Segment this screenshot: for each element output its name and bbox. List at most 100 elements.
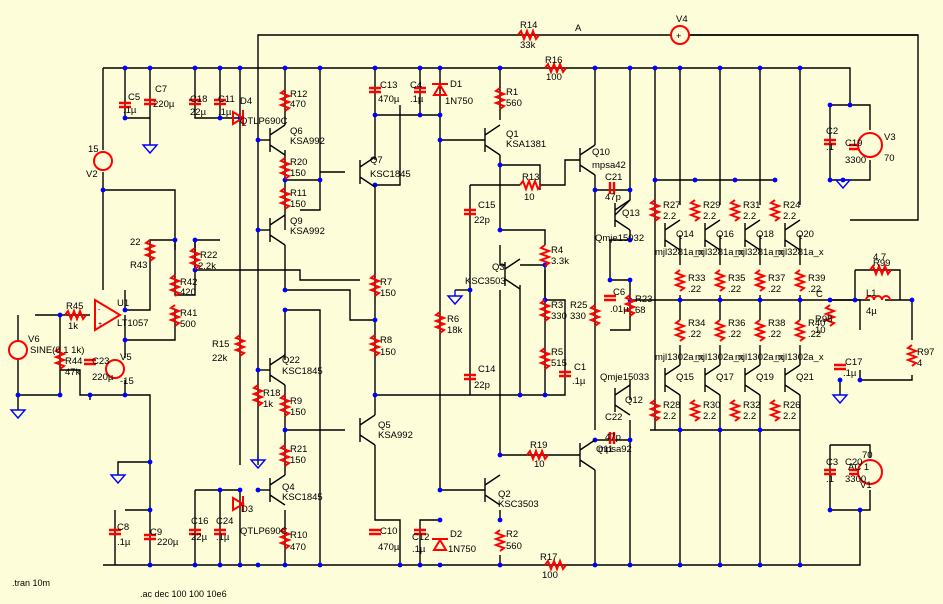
- resistor-r34: [673, 319, 687, 342]
- resistor-r21: [278, 444, 292, 467]
- transistor-part-label: KSC3503: [498, 499, 539, 510]
- resistor-value-label: 150: [290, 455, 306, 466]
- junction-dot: [757, 562, 763, 568]
- opamp-u1: - +: [94, 298, 122, 332]
- resistor-value-label: 150: [290, 407, 306, 418]
- svg-text:-: -: [98, 307, 101, 314]
- junction-dot: [437, 487, 443, 493]
- svg-text:+: +: [98, 321, 102, 328]
- junction-dot: [517, 392, 523, 398]
- capacitor-ref-label: C16: [191, 516, 208, 527]
- resistor-ref-label: R36: [728, 318, 745, 329]
- transistor-part-label: mjl3281a_x: [655, 247, 704, 258]
- junction-dot: [372, 112, 378, 118]
- junction-dot: [15, 392, 21, 398]
- resistor-value-label: 4: [917, 358, 922, 369]
- capacitor-ref-label: C21: [605, 172, 622, 183]
- junction-dot: [772, 177, 778, 183]
- transistor-ref-label: Q17: [716, 372, 734, 383]
- resistor-r30: [688, 399, 702, 422]
- source-value-label: SINE(0 1 1k): [30, 345, 84, 356]
- resistor-ref-label: R6: [447, 314, 459, 325]
- junction-dot: [497, 517, 503, 523]
- source-spec-label: AC 1: [848, 462, 869, 473]
- resistor-r29: [688, 199, 702, 222]
- capacitor-value-label: 22p: [474, 215, 490, 226]
- resistor-ref-label: R2: [506, 529, 518, 540]
- resistor-r6: [433, 311, 447, 334]
- source-ref-label: V6: [28, 334, 40, 345]
- transistor-q12: [614, 384, 631, 416]
- resistor-ref-label: R37: [768, 273, 785, 284]
- junction-dot: [282, 287, 288, 293]
- resistor-value-label: 2.2: [743, 411, 756, 422]
- resistor-r4: [538, 244, 552, 267]
- resistor-r98: [823, 304, 837, 327]
- resistor-value-label: 330: [570, 311, 586, 322]
- resistor-value-label: 2.2: [743, 211, 756, 222]
- capacitor-value-label: .1µ: [843, 368, 857, 379]
- resistor-r2: [493, 529, 507, 552]
- resistor-ref-label: R24: [783, 200, 800, 211]
- diodes: [232, 83, 448, 551]
- resistor-value-label: 100: [542, 570, 558, 581]
- diode-part-label: 1N750: [448, 544, 476, 555]
- junction-dot: [317, 177, 323, 183]
- resistor-value-label: 150: [290, 168, 306, 179]
- resistor-r40: [793, 319, 807, 342]
- resistor-ref-label: R13: [522, 172, 539, 183]
- junction-dot: [282, 562, 288, 568]
- resistor-ref-label: R22: [200, 250, 217, 261]
- junction-dot: [147, 507, 153, 513]
- capacitor-ref-label: C9: [150, 527, 162, 538]
- source-value-label: 15: [88, 144, 99, 155]
- capacitors: [84, 86, 861, 541]
- resistor-value-label: 515: [551, 358, 567, 369]
- resistor-ref-label: R7: [380, 277, 392, 288]
- junction-dot: [797, 562, 803, 568]
- transistor-part-label: Qmje15032: [595, 233, 644, 244]
- junction-dot: [592, 562, 598, 568]
- resistor-ref-label: R8: [380, 335, 392, 346]
- resistor-r27: [648, 199, 662, 222]
- junction-dot: [437, 137, 443, 143]
- transistor-q4: [269, 474, 286, 506]
- resistor-r42: [168, 274, 182, 297]
- junction-dot: [717, 297, 723, 303]
- resistor-r9: [278, 394, 292, 417]
- capacitor-ref-label: C13: [380, 80, 397, 91]
- capacitor-ref-label: C23: [92, 356, 109, 367]
- resistor-r20: [278, 157, 292, 180]
- resistor-value-label: 47k: [65, 367, 81, 378]
- resistor-value-label: .22: [768, 329, 781, 340]
- resistor-ref-label: R17: [540, 552, 557, 563]
- resistor-value-label: 330: [551, 311, 567, 322]
- junction-dot: [627, 562, 633, 568]
- resistor-value-label: 22: [130, 237, 141, 248]
- resistor-ref-label: R11: [290, 188, 307, 199]
- diode-ref-label: D2: [450, 529, 462, 540]
- junction-dot: [122, 392, 128, 398]
- transistor-part-label: KSC1845: [282, 492, 323, 503]
- junction-dot: [732, 177, 738, 183]
- resistor-value-label: 150: [380, 347, 396, 358]
- transistor-q18: [744, 219, 761, 251]
- resistor-ref-label: R34: [688, 318, 705, 329]
- resistor-value-label: 1k: [68, 321, 78, 332]
- source-ref-label: V2: [86, 169, 98, 180]
- resistor-value-label: 3.3k: [551, 256, 569, 267]
- component-labels: R1433kR16100R17100R12470R20150R11150R222…: [28, 14, 934, 581]
- junction-dot: [192, 237, 198, 243]
- resistor-ref-label: R43: [130, 260, 147, 271]
- resistor-value-label: 500: [180, 319, 196, 330]
- capacitor-ref-label: C20: [845, 457, 862, 468]
- resistor-value-label: 560: [506, 541, 522, 552]
- junction-dot: [87, 392, 93, 398]
- resistor-r19: [526, 448, 549, 462]
- source-ref-label: V5: [120, 352, 132, 363]
- junction-dot: [237, 487, 243, 493]
- junction-dot: [909, 297, 915, 303]
- junction-dot: [797, 297, 803, 303]
- resistor-r32: [728, 399, 742, 422]
